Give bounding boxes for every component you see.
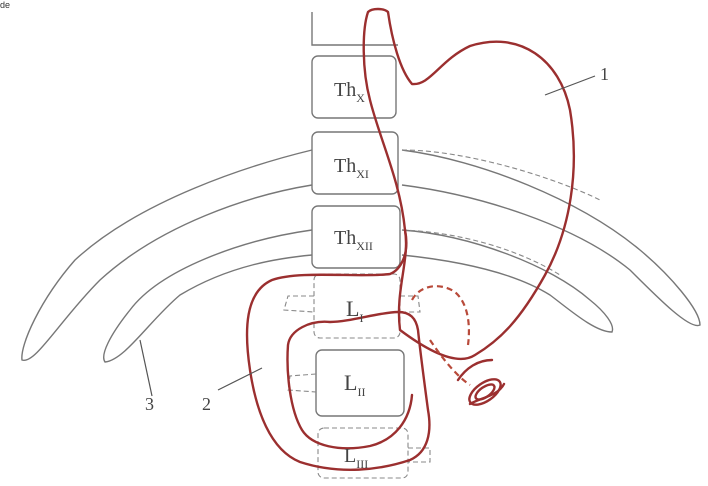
callout-leader-3 bbox=[140, 340, 152, 396]
left-rib-lower bbox=[104, 230, 312, 362]
vertebra-lii bbox=[316, 350, 404, 416]
callout-2: 2 bbox=[202, 394, 211, 414]
right-rib-lower bbox=[402, 230, 613, 332]
vertebra-label-thx: ThX bbox=[334, 79, 365, 105]
esophagus-and-stomach bbox=[364, 9, 574, 359]
duodenum-hidden bbox=[412, 286, 469, 345]
right-rib-upper bbox=[402, 150, 700, 326]
vertebra-li-left-process bbox=[284, 296, 314, 312]
vertebra-label-thxii: ThXII bbox=[334, 227, 373, 253]
callout-leader-2 bbox=[218, 368, 262, 390]
duodenojejunal-flexure-hidden bbox=[430, 340, 470, 385]
left-rib-upper bbox=[22, 150, 312, 360]
vertebra-li-right-process bbox=[400, 296, 420, 312]
vertebra-lii-left-process bbox=[288, 374, 316, 392]
callout-3: 3 bbox=[145, 394, 154, 414]
vertebra-label-liii: LIII bbox=[344, 445, 368, 471]
spine-top bbox=[312, 12, 398, 45]
vertebra-label-li: LI bbox=[346, 296, 363, 325]
callout-leader-1 bbox=[545, 76, 595, 95]
callout-1: 1 bbox=[600, 64, 609, 84]
vertebra-label-lii: LII bbox=[344, 370, 365, 399]
vertebra-label-thxi: ThXI bbox=[334, 155, 369, 181]
jejunum-cut-end-inner bbox=[473, 382, 497, 403]
